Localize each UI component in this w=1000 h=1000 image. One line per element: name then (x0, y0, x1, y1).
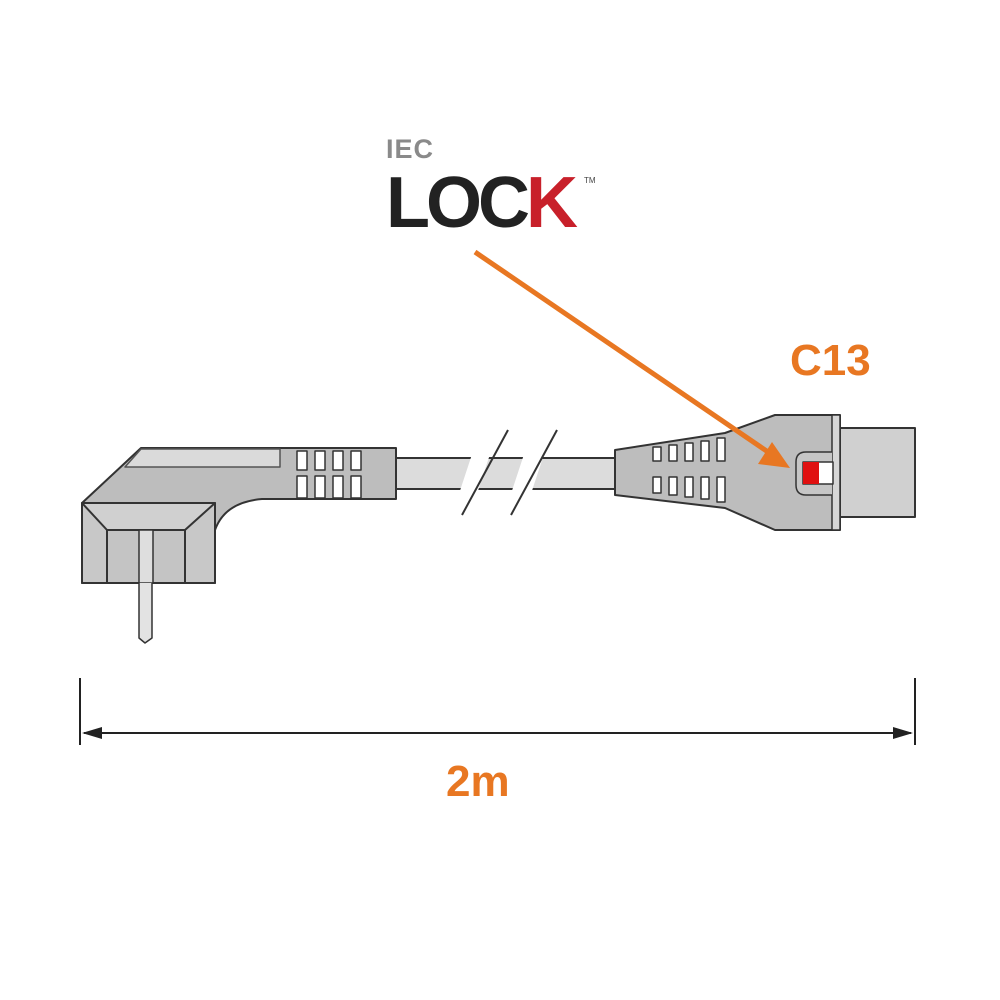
plug-grip-slots (296, 450, 362, 499)
length-dimension-line (79, 678, 916, 745)
length-label: 2m (446, 757, 510, 806)
logo-iec-text: IEC (386, 134, 435, 164)
pointer-arrow (473, 249, 790, 468)
cable-break-icon (452, 429, 558, 516)
logo-lock-main: LOC (386, 163, 530, 243)
connector-label: C13 (790, 336, 871, 385)
lock-indicator (803, 462, 819, 484)
connector-grip-slots (652, 437, 726, 503)
c13-connector (614, 414, 916, 531)
schuko-plug (81, 447, 397, 644)
logo-trademark: TM (583, 176, 596, 185)
logo-lock-accent: K (525, 163, 578, 243)
cable (395, 457, 619, 490)
